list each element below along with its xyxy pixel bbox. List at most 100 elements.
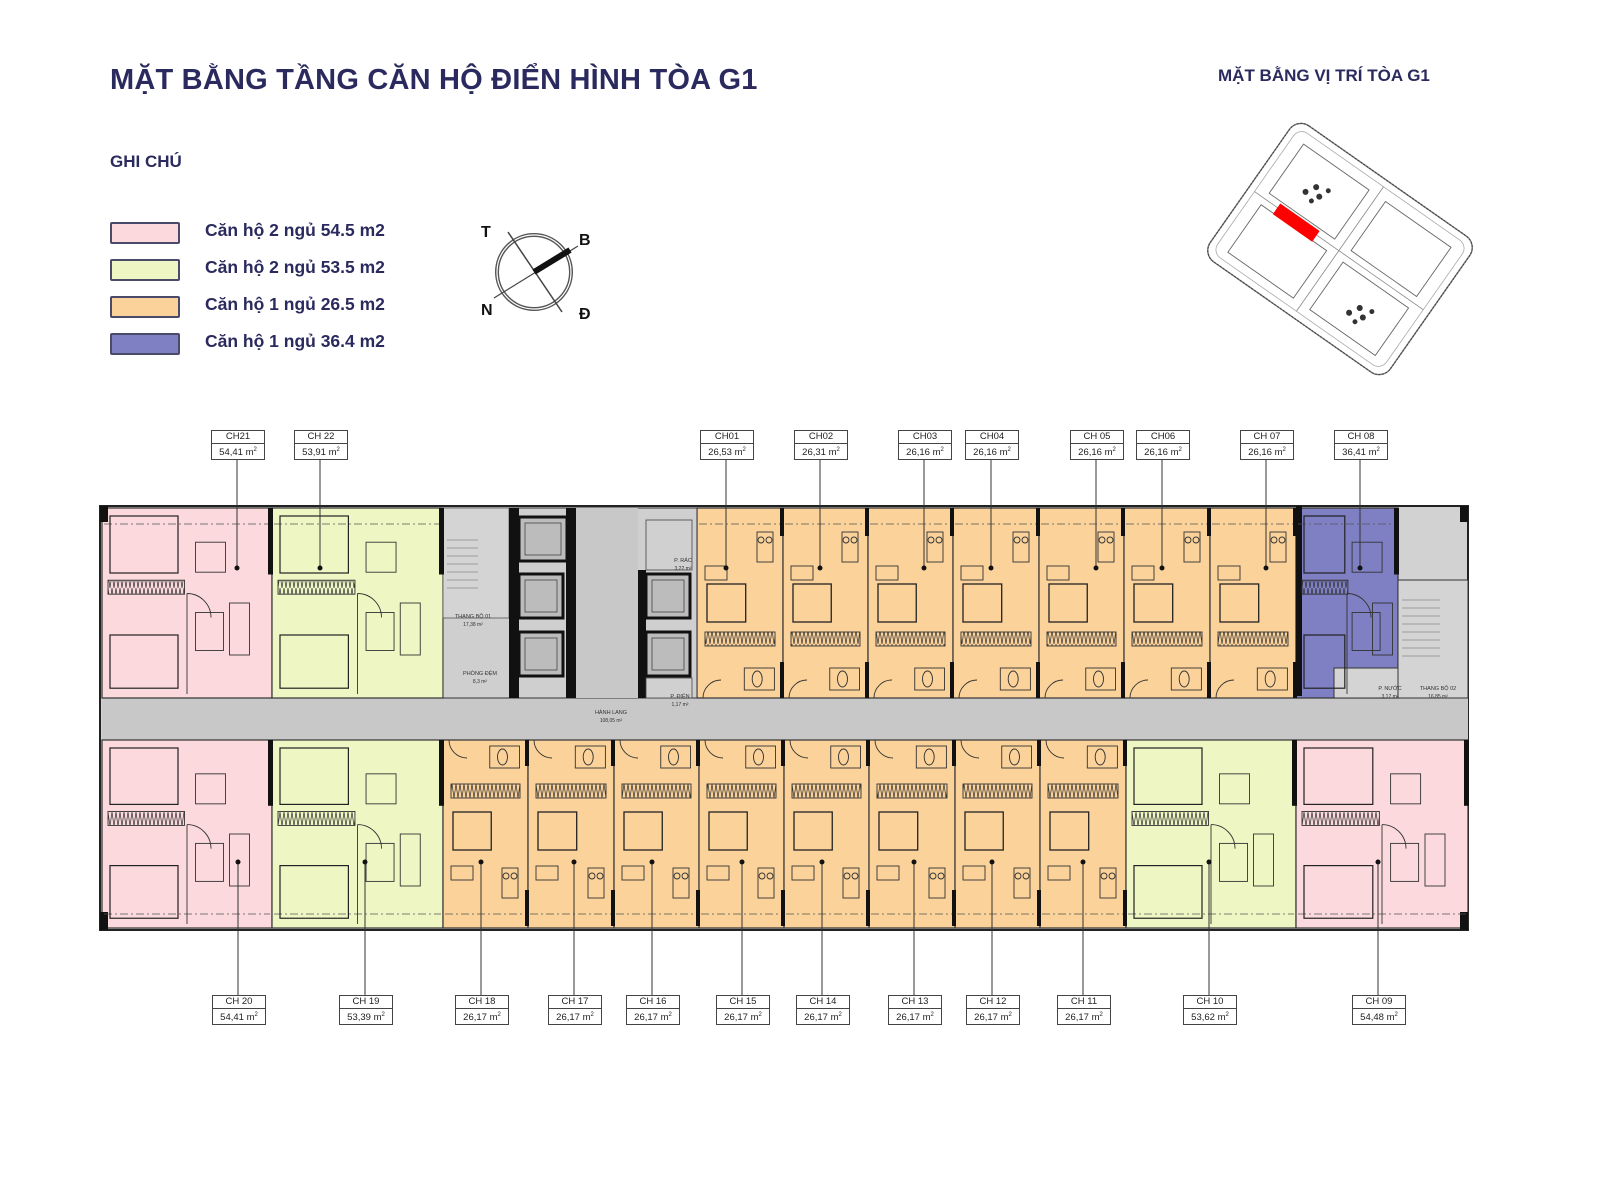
unit-id: CH 17 <box>549 996 601 1009</box>
unit-area: 54,41 m2 <box>220 1012 258 1024</box>
unit-id: CH 14 <box>797 996 849 1009</box>
unit-ch16[interactable] <box>613 739 700 929</box>
unit-tag-ch09: CH 09 54,48 m2 <box>1352 995 1406 1026</box>
site-plan-title: MẶT BẰNG VỊ TRÍ TÒA G1 <box>1218 66 1430 85</box>
unit-area: 26,17 m2 <box>974 1012 1012 1024</box>
room-label: PHÒNG ĐỆM <box>463 669 497 677</box>
corridor-label: HÀNH LANG <box>595 709 627 716</box>
unit-area: 26,17 m2 <box>724 1012 762 1024</box>
unit-area: 26,17 m2 <box>804 1012 842 1024</box>
unit-id: CH 12 <box>967 996 1019 1009</box>
unit-tag-ch12: CH 12 26,17 m2 <box>966 995 1020 1026</box>
building-core <box>100 506 1469 930</box>
compass-icon <box>493 231 579 313</box>
unit-tag-ch15: CH 15 26,17 m2 <box>716 995 770 1026</box>
unit-tag-ch02: CH02 26,31 m2 <box>794 430 848 461</box>
unit-ch14[interactable] <box>783 739 870 929</box>
unit-area: 26,16 m2 <box>1248 447 1286 459</box>
room-label: THANG BỘ 02 <box>1420 685 1456 692</box>
unit-id: CH 11 <box>1058 996 1110 1009</box>
unit-tag-ch03: CH03 26,16 m2 <box>898 430 952 461</box>
unit-area: 26,53 m2 <box>708 447 746 459</box>
unit-ch01[interactable] <box>696 507 784 699</box>
unit-tag-ch21: CH21 54,41 m2 <box>211 430 265 461</box>
legend-label: Căn hộ 1 ngủ 36.4 m2 <box>205 331 385 351</box>
compass-label-south: N <box>481 302 493 319</box>
legend-label: Căn hộ 2 ngủ 54.5 m2 <box>205 220 385 240</box>
unit-area: 26,17 m2 <box>896 1012 934 1024</box>
unit-area: 26,17 m2 <box>1065 1012 1103 1024</box>
unit-id: CH 10 <box>1184 996 1236 1009</box>
unit-id: CH 09 <box>1353 996 1405 1009</box>
unit-tag-ch14: CH 14 26,17 m2 <box>796 995 850 1026</box>
unit-area: 26,16 m2 <box>1078 447 1116 459</box>
unit-ch17[interactable] <box>527 739 615 929</box>
legend-swatch-orange <box>110 296 180 318</box>
unit-area: 54,41 m2 <box>219 447 257 459</box>
unit-area: 26,17 m2 <box>463 1012 501 1024</box>
unit-ch07[interactable] <box>1209 507 1297 699</box>
unit-tag-ch11: CH 11 26,17 m2 <box>1057 995 1111 1026</box>
unit-ch02[interactable] <box>782 507 869 699</box>
corridor-area: 108,05 m² <box>600 718 623 724</box>
unit-area: 26,16 m2 <box>973 447 1011 459</box>
unit-tag-ch05: CH 05 26,16 m2 <box>1070 430 1124 461</box>
unit-id: CH 18 <box>456 996 508 1009</box>
compass-rose: T B N Đ <box>478 222 608 332</box>
unit-area: 26,17 m2 <box>556 1012 594 1024</box>
unit-id: CH 20 <box>213 996 265 1009</box>
unit-id: CH 19 <box>340 996 392 1009</box>
unit-area: 53,62 m2 <box>1191 1012 1229 1024</box>
unit-tag-ch04: CH04 26,16 m2 <box>965 430 1019 461</box>
legend-swatch-blue <box>110 333 180 355</box>
unit-ch03[interactable] <box>867 507 954 699</box>
room-label: P. ĐIỆN <box>670 692 689 700</box>
unit-ch04[interactable] <box>952 507 1040 699</box>
unit-tag-ch10: CH 10 53,62 m2 <box>1183 995 1237 1026</box>
unit-id: CH 08 <box>1335 431 1387 444</box>
unit-ch13[interactable] <box>868 739 956 929</box>
room-area: 1,17 m² <box>672 702 689 708</box>
room-label: P. NƯỚC <box>1378 685 1401 692</box>
unit-ch05[interactable] <box>1038 507 1125 699</box>
compass-label-east: Đ <box>579 306 591 323</box>
legend-swatch-pink <box>110 222 180 244</box>
unit-area: 53,39 m2 <box>347 1012 385 1024</box>
room-label: THANG BỘ 01 <box>455 613 491 620</box>
unit-id: CH 05 <box>1071 431 1123 444</box>
unit-area: 54,48 m2 <box>1360 1012 1398 1024</box>
unit-id: CH21 <box>212 431 264 444</box>
legend-heading: GHI CHÚ <box>110 152 182 171</box>
unit-ch06[interactable] <box>1123 507 1211 699</box>
compass-label-west: T <box>481 224 491 241</box>
legend-label: Căn hộ 2 ngủ 53.5 m2 <box>205 257 385 277</box>
compass-label-north: B <box>579 232 591 249</box>
unit-id: CH06 <box>1137 431 1189 444</box>
unit-id: CH 15 <box>717 996 769 1009</box>
legend-label: Căn hộ 1 ngủ 26.5 m2 <box>205 294 385 314</box>
unit-ch12[interactable] <box>954 739 1041 929</box>
unit-id: CH 13 <box>889 996 941 1009</box>
unit-id: CH 22 <box>295 431 347 444</box>
unit-ch18[interactable] <box>442 739 529 929</box>
room-area: 3,17 m² <box>1382 694 1399 700</box>
room-area: 8,3 m² <box>473 679 488 685</box>
unit-area: 26,31 m2 <box>802 447 840 459</box>
room-area: 16,85 m² <box>1428 694 1448 700</box>
unit-tag-ch20: CH 20 54,41 m2 <box>212 995 266 1026</box>
room-area: 17,38 m² <box>463 622 483 628</box>
page-title: MẶT BẰNG TẦNG CĂN HỘ ĐIỂN HÌNH TÒA G1 <box>110 64 758 96</box>
unit-id: CH02 <box>795 431 847 444</box>
unit-id: CH04 <box>966 431 1018 444</box>
legend-swatch-green <box>110 259 180 281</box>
unit-id: CH 16 <box>627 996 679 1009</box>
unit-tag-ch17: CH 17 26,17 m2 <box>548 995 602 1026</box>
unit-area: 26,16 m2 <box>906 447 944 459</box>
unit-id: CH03 <box>899 431 951 444</box>
